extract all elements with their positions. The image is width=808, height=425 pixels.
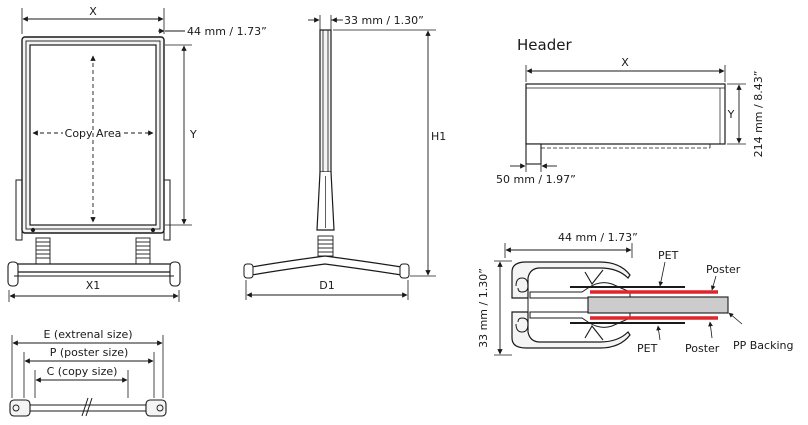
spring-right [135, 237, 151, 265]
header-y-label: Y [727, 108, 735, 121]
side-h1-label: H1 [431, 130, 446, 143]
pp-backing [587, 296, 729, 314]
pet-top-label: PET [658, 249, 679, 262]
front-base [13, 263, 175, 273]
profile-bottom [511, 311, 631, 349]
side-view [243, 15, 436, 300]
profile-section [494, 243, 743, 356]
poster-size-label: P (poster size) [50, 346, 129, 359]
profile-top [511, 261, 631, 299]
header-x-label: X [621, 56, 629, 69]
side-thickness-label: 33 mm / 1.30” [344, 14, 424, 27]
header-depth-label: 50 mm / 1.97” [496, 173, 576, 186]
header-box [525, 83, 726, 145]
front-x-label: X [89, 5, 97, 18]
side-base [245, 255, 409, 277]
poster-bottom-label: Poster [685, 342, 720, 355]
side-panel [319, 29, 332, 173]
front-view [7, 8, 192, 302]
pet-bottom-label: PET [637, 342, 658, 355]
header-title: Header [517, 36, 572, 54]
header-view [510, 65, 746, 172]
copy-area-label: Copy Area [65, 127, 122, 140]
spring-left [35, 237, 51, 265]
pp-backing-label: PP Backing [733, 339, 793, 352]
profile-width-label: 44 mm / 1.73” [558, 231, 638, 244]
front-x1-label: X1 [86, 279, 101, 292]
poster-top-label: Poster [706, 263, 741, 276]
header-height-label: 214 mm / 8.43” [752, 71, 765, 158]
front-y-label: Y [189, 128, 197, 141]
external-size-label: E (extrenal size) [43, 328, 132, 341]
size-diagram [9, 335, 167, 417]
profile-height-label: 33 mm / 1.30” [477, 268, 490, 348]
side-d1-label: D1 [319, 279, 334, 292]
front-thickness-label: 44 mm / 1.73” [187, 25, 267, 38]
copy-size-label: C (copy size) [47, 365, 118, 378]
